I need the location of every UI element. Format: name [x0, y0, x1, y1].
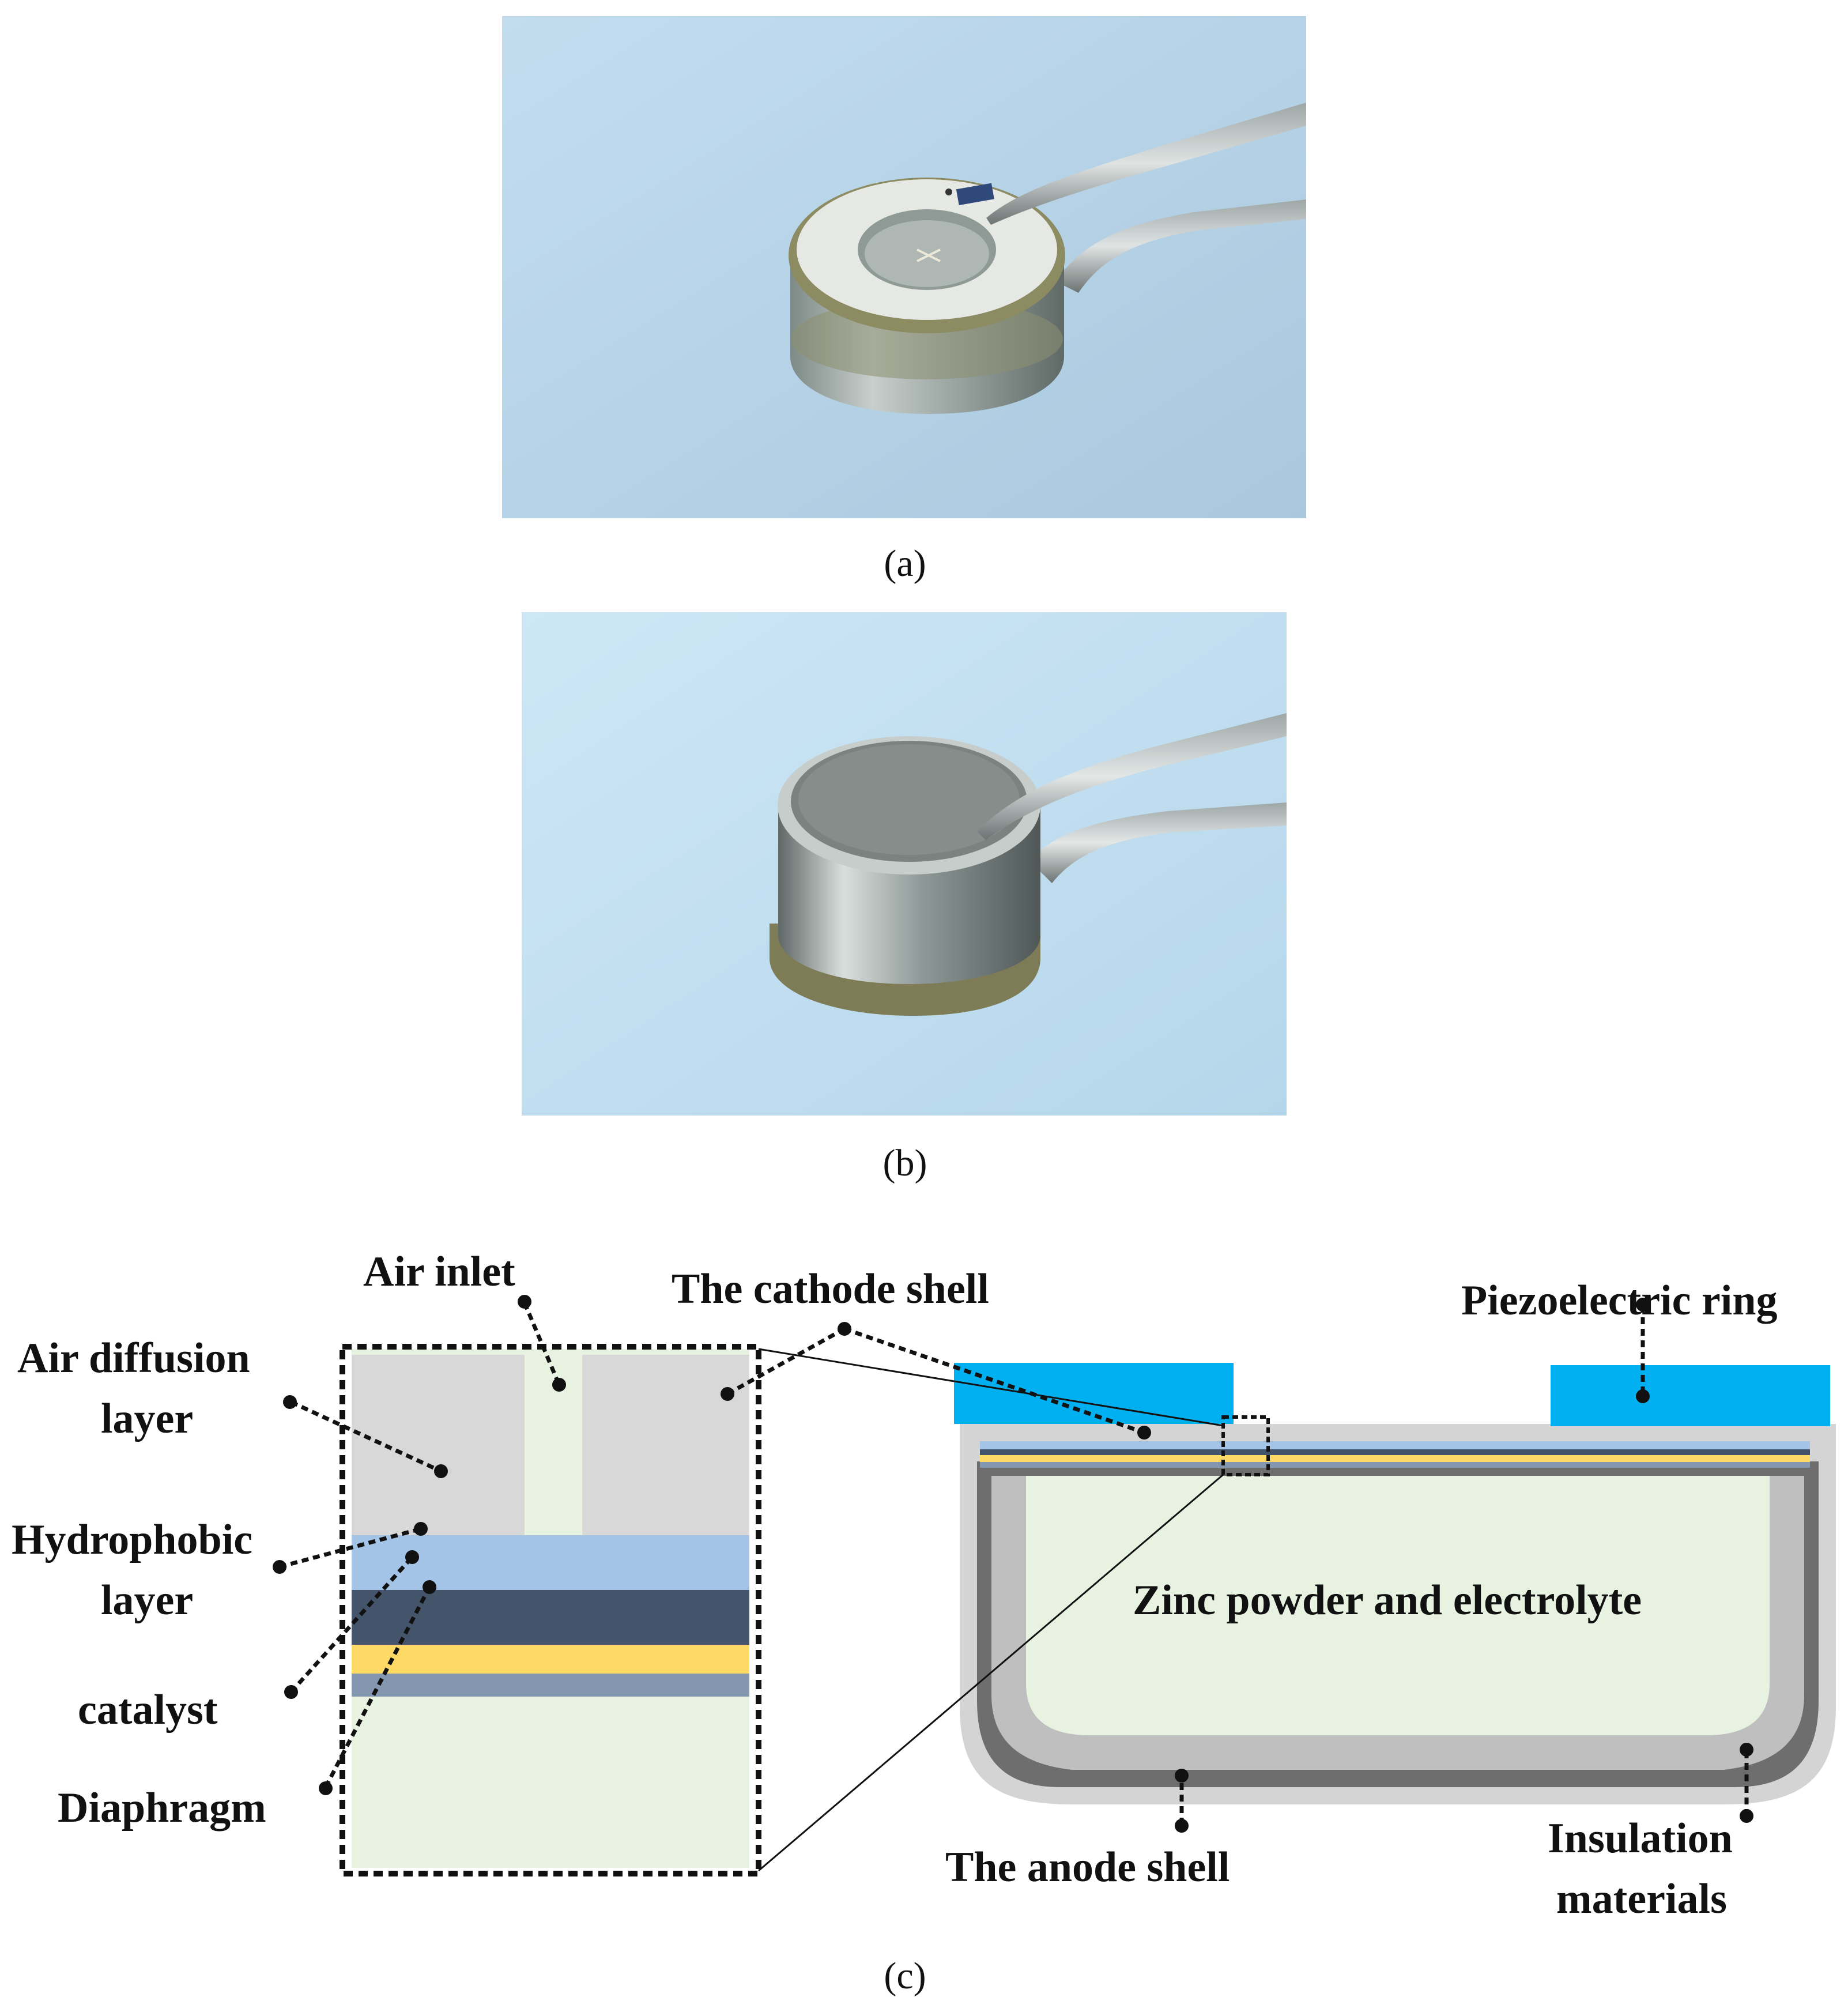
- leader-lines: [279, 1302, 1749, 1825]
- cathode-top-plate-left: [960, 1424, 1536, 1441]
- cathode-top-plate-right: [1545, 1424, 1836, 1441]
- label-diaphragm: Diaphragm: [58, 1784, 266, 1832]
- cell-diaphragm-layer: [980, 1462, 1810, 1468]
- label-cathode-shell: The cathode shell: [672, 1265, 989, 1313]
- zoom-line-top: [758, 1348, 1224, 1427]
- air-diffusion-layer-band: [352, 1535, 749, 1590]
- photo-b-illustration: [522, 612, 1287, 1116]
- diagram-c: Air inlet Air diffusion layer Hydrophobi…: [0, 1234, 1848, 1949]
- label-catalyst: catalyst: [78, 1686, 218, 1734]
- photo-a-illustration: [502, 16, 1306, 518]
- photo-a: [502, 16, 1306, 518]
- cathode-shell-right-block: [582, 1355, 749, 1535]
- label-zinc-electrolyte: Zinc powder and electrolyte: [1133, 1577, 1642, 1624]
- diaphragm-band: [352, 1674, 749, 1697]
- cell-catalyst-layer: [980, 1455, 1810, 1462]
- caption-c: (c): [884, 1955, 926, 1997]
- diagram-c-illustration: Air inlet Air diffusion layer Hydrophobi…: [12, 1248, 1836, 1923]
- zoom-source-box: [1221, 1415, 1270, 1476]
- cell-hydrophobic-layer: [980, 1449, 1810, 1455]
- label-anode-shell: The anode shell: [945, 1844, 1230, 1891]
- photo-b: [522, 612, 1287, 1116]
- zoom-box-outline: [340, 1344, 761, 1876]
- label-piezoelectric-ring: Piezoelectric ring: [1461, 1277, 1778, 1324]
- full-cell-cross-section: [954, 1363, 1836, 1804]
- cathode-shell-left-block: [352, 1355, 525, 1535]
- label-hydrophobic-line2: layer: [101, 1577, 193, 1624]
- catalyst-band: [352, 1645, 749, 1674]
- leader-dots: [273, 1295, 1753, 1833]
- label-air-diffusion-line2: layer: [101, 1395, 193, 1442]
- piezoelectric-ring-left: [954, 1363, 1234, 1424]
- caption-b: (b): [882, 1142, 927, 1184]
- zoomed-layer-stack: [352, 1349, 749, 1868]
- label-air-inlet: Air inlet: [363, 1248, 515, 1295]
- caption-a: (a): [884, 542, 926, 585]
- zoom-line-bottom: [758, 1474, 1224, 1872]
- label-insulation-line1: Insulation: [1548, 1815, 1733, 1862]
- label-air-diffusion-line1: Air diffusion: [17, 1335, 250, 1382]
- cell-air-diffusion-layer: [980, 1441, 1810, 1449]
- electrolyte-cavity: [1026, 1476, 1770, 1735]
- label-insulation-line2: materials: [1556, 1875, 1727, 1923]
- label-hydrophobic-line1: Hydrophobic: [12, 1516, 252, 1563]
- piezoelectric-ring-right: [1551, 1365, 1830, 1426]
- hydrophobic-layer-band: [352, 1590, 749, 1645]
